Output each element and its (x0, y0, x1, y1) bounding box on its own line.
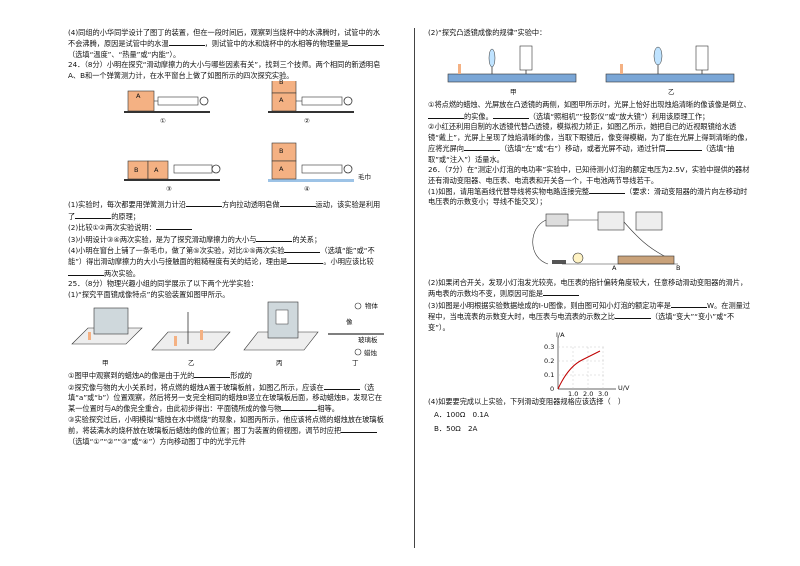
q25-part1-title: (1)“探究平面镜成像特点”的实验装置如图甲所示。 (68, 289, 230, 299)
fig-label-2: ② (304, 117, 310, 126)
block-a-label-4: A (279, 165, 284, 174)
mirror-diagram (71, 301, 384, 356)
optical-bench (447, 46, 735, 83)
candle-label: 蜡烛 (364, 349, 377, 358)
rheostat-a-label: A (612, 263, 617, 272)
fig2-label-bing: 丙 (276, 359, 283, 368)
glass-label: 玻璃板 (358, 336, 378, 345)
fig3-label-yi: 乙 (668, 88, 675, 97)
setup-4 (268, 142, 354, 183)
fig2-label-yi: 乙 (188, 359, 195, 368)
option-a: A．100Ω 0.1A (434, 410, 489, 420)
towel-label: 毛巾 (358, 173, 371, 182)
q25-intro: 25．（8分）物理兴趣小组的同学展示了以下两个光学实验： (68, 279, 258, 289)
q25-step2: ②探究像与物的大小关系时，将点燃的蜡烛A置于玻璃板前，如图乙所示，应该在（选填“… (68, 382, 383, 414)
q24-part1: (1)实验时，每次都要用弹簧测力计沿方向拉动透明皂做运动，该实验是利用了的原理； (68, 200, 381, 221)
option-b: B．50Ω 2A (434, 423, 478, 433)
q25-r2: ②小红还利用自制的水透镜代替凸透镜，模拟视力矫正，如图乙所示，她把自己的近视眼镜… (428, 122, 752, 164)
q23-part4: (4)同组的小华同学设计了图丁的装置，但在一段时间后，观察到当烧杯中的水沸腾时，… (68, 28, 386, 60)
column-divider (414, 28, 415, 548)
xtick-2: 2.0 (583, 390, 594, 398)
ytick-0.3: 0.3 (544, 343, 555, 351)
fig2-label-ding: 丁 (352, 359, 359, 368)
fig2-label-jia: 甲 (102, 359, 109, 368)
block-b-label-2: B (279, 78, 284, 87)
q25-step1: ①图甲中观察到的蜡烛A的像是由于光的形成的 (68, 371, 252, 381)
left-column: (4)同组的小华同学设计了图丁的装置，但在一段时间后，观察到当烧杯中的水沸腾时，… (68, 28, 386, 447)
bench-yi (605, 46, 735, 83)
q24-part4: (4)小明在窗台上铺了一条毛巾，做了第⑤次实验，对比①⑤两次实验（选填“能”或“… (68, 245, 375, 278)
setup-1 (124, 90, 210, 114)
ytick-0: 0 (550, 385, 555, 393)
friction-figure: A B A B A B A 毛巾 ① ② ③ ④ (68, 74, 386, 199)
block-a-label-3: A (154, 166, 159, 175)
fig-label-1: ① (160, 117, 166, 126)
q24-intro: 24．（8分）小明在探究“滑动摩擦力的大小与哪些因素有关”，找到三个技师。两个相… (68, 60, 381, 80)
block-b-label-3: B (134, 166, 139, 175)
q25-part2-title: (2)“探究凸透镜成像的规律”实验中： (428, 28, 547, 37)
block-a-label-1: A (136, 92, 141, 101)
ytick-0.2: 0.2 (544, 357, 555, 365)
graph-ylabel: I/A (556, 331, 565, 339)
image-label: 像 (346, 318, 353, 327)
fig-label-3: ③ (166, 185, 172, 194)
mirror-yi (151, 312, 231, 351)
block-b-label-4: B (279, 147, 284, 156)
graph-xlabel: U/V (618, 384, 630, 392)
mirror-figure: 甲 乙 丙 丁 物体 像 玻璃板 蜡烛 (68, 300, 386, 370)
bench-jia (447, 46, 577, 83)
q25-r1: ①将点燃的蜡烛、光屏放在凸透镜的两侧，如图甲所示时，光屏上恰好出现烛焰清晰的像该… (428, 100, 751, 121)
iu-graph: I/A U/V 0.3 0.2 0.1 0 1.0 2.0 3.0 (428, 331, 752, 398)
xtick-3: 3.0 (598, 390, 609, 398)
mirror-ding (328, 302, 384, 356)
q24-part3: (3)小明设计③④两次实验，是为了探究滑动摩擦力的大小与的关系； (68, 234, 322, 244)
q24-part2: (2)比较①②两次实验说明： (68, 222, 386, 233)
q25-step3: ③实验探究过后，小明模拟“蜡烛在水中燃烧”的现象，如图丙所示，他应该将点燃的蜡烛… (68, 414, 384, 446)
q26-part1: (1)如图，请用笔画线代替导线将实物电路连接完整（要求：滑动变阻器的滑片向左移动… (428, 186, 748, 207)
lens-figure: 甲 乙 (428, 38, 752, 100)
xtick-1: 1.0 (568, 390, 579, 398)
circuit-figure: A B (428, 208, 752, 278)
rheostat-b-label: B (676, 263, 681, 272)
ytick-0.1: 0.1 (544, 371, 555, 379)
q26-part2: (2)如果闭合开关，发现小灯泡发光较亮，电压表的指针偏转角度较大，任意移动滑动变… (428, 277, 748, 299)
fig3-label-jia: 甲 (510, 88, 517, 97)
fig-label-4: ④ (304, 185, 310, 194)
q26-part4: (4)如要要完成以上实验，下列滑动变阻器规格应该选择（ ） (428, 397, 626, 406)
right-column: (2)“探究凸透镜成像的规律”实验中： 甲 乙 ①将点燃的蜡烛、光 (428, 28, 752, 434)
q26-intro: 26．（7分）在“测定小灯泡的电功率”实验中，已知待测小灯泡的额定电压为2.5V… (428, 165, 750, 185)
setup-3 (124, 160, 221, 182)
mirror-jia (71, 307, 143, 345)
object-label: 物体 (365, 302, 378, 311)
block-a-label-2: A (279, 96, 284, 105)
mirror-bing (243, 301, 319, 351)
friction-diagram (124, 74, 354, 183)
iu-graph-svg (557, 337, 616, 390)
circuit-diagram (532, 211, 678, 265)
